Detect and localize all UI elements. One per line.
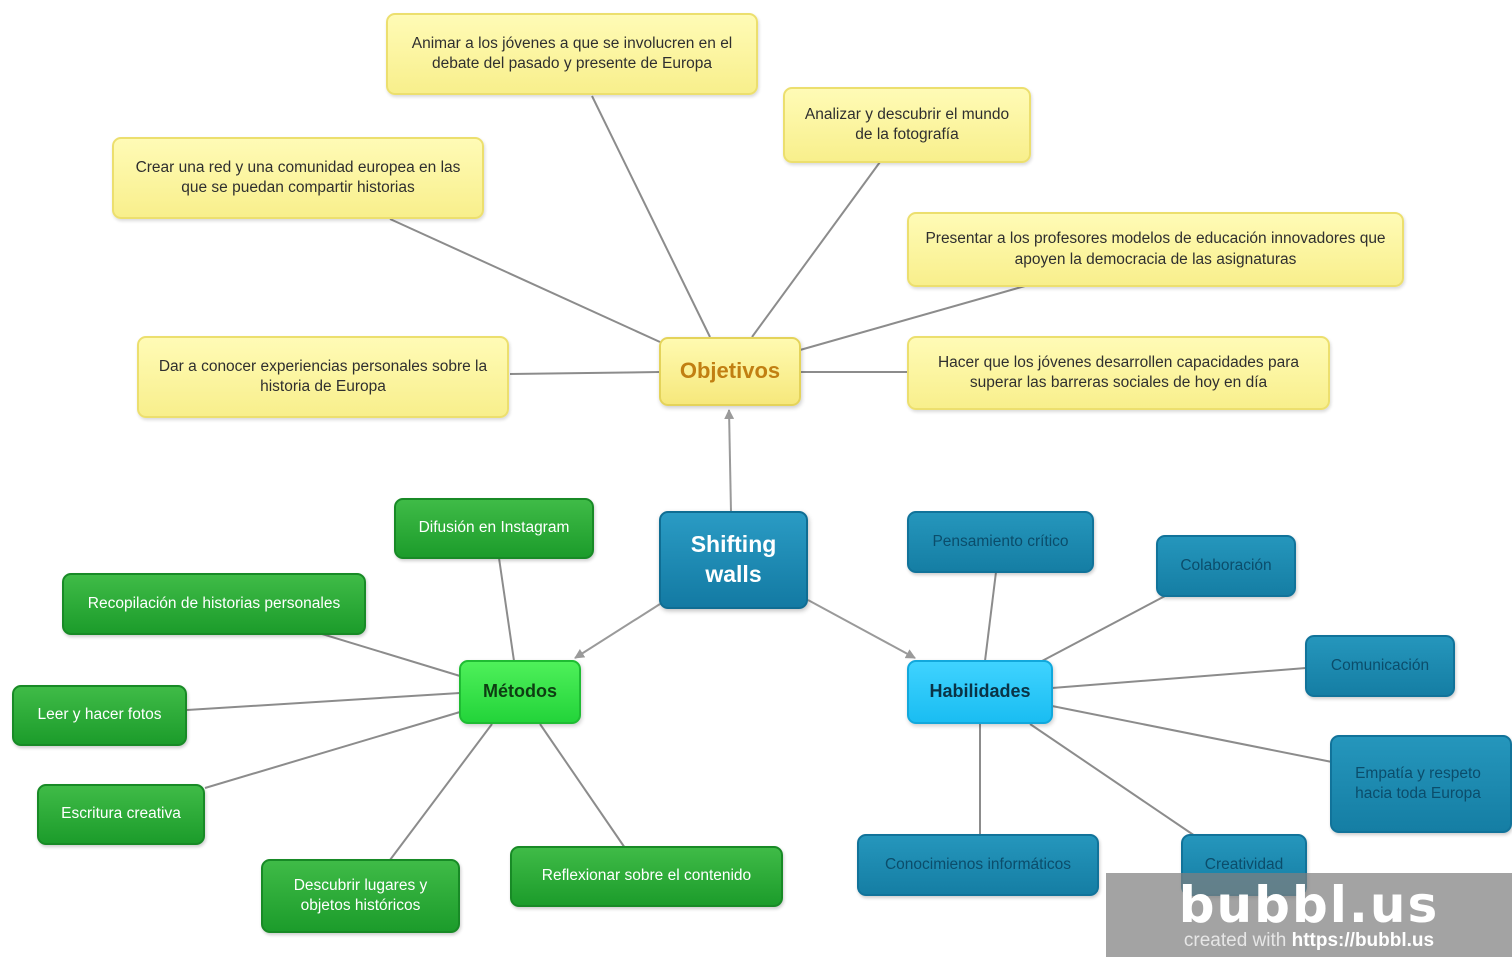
objetivos-hub-label: Objetivos <box>679 358 781 384</box>
objetivo-node-involucrar-jovenes[interactable]: Animar a los jóvenes a que se involucren… <box>386 13 758 95</box>
metodo-node-label: Escritura creativa <box>61 805 181 823</box>
habilidades-hub[interactable]: Habilidades <box>907 660 1053 724</box>
metodo-node-recopilacion[interactable]: Recopilación de historias personales <box>62 573 366 635</box>
habilidades-hub-label: Habilidades <box>929 681 1031 702</box>
objetivo-node-label: Animar a los jóvenes a que se involucren… <box>411 34 733 72</box>
objetivo-node-profesores[interactable]: Presentar a los profesores modelos de ed… <box>907 212 1404 287</box>
habilidad-node-label: Empatía y respeto hacia toda Europa <box>1355 764 1481 802</box>
watermark-credit-prefix: created with <box>1183 930 1287 951</box>
watermark-credit: created with https://bubbl.us <box>1106 929 1512 953</box>
metodo-node-escritura[interactable]: Escritura creativa <box>37 784 205 845</box>
metodo-node-label: Leer y hacer fotos <box>37 706 162 724</box>
bubblus-logo: bubbl.us <box>1178 876 1440 934</box>
metodo-node-lugares-objetos[interactable]: Descubrir lugares y objetos históricos <box>261 859 460 933</box>
objetivo-node-label: Hacer que los jóvenes desarrollen capaci… <box>937 353 1300 391</box>
habilidad-node-empatia[interactable]: Empatía y respeto hacia toda Europa <box>1330 735 1512 833</box>
objetivo-node-label: Crear una red y una comunidad europea en… <box>135 158 461 196</box>
metodo-node-label: Recopilación de historias personales <box>87 594 341 612</box>
metodo-node-label: Descubrir lugares y objetos históricos <box>293 876 428 914</box>
objetivo-node-label: Analizar y descubrir el mundo de la foto… <box>804 105 1010 143</box>
metodo-node-reflexionar[interactable]: Reflexionar sobre el contenido <box>510 846 783 907</box>
objetivos-hub[interactable]: Objetivos <box>659 337 801 406</box>
metodo-node-label: Reflexionar sobre el contenido <box>541 867 752 885</box>
bubblus-watermark[interactable]: bubbl.us created with https://bubbl.us <box>1106 873 1512 957</box>
metodos-hub[interactable]: Métodos <box>459 660 581 724</box>
objetivo-node-capacidades[interactable]: Hacer que los jóvenes desarrollen capaci… <box>907 336 1330 410</box>
habilidad-node-colaboracion[interactable]: Colaboración <box>1156 535 1296 597</box>
center-node-shifting-walls[interactable]: Shifting walls <box>659 511 808 609</box>
habilidad-node-label: Colaboración <box>1180 556 1272 574</box>
metodo-node-label: Difusión en Instagram <box>418 519 570 537</box>
metodo-node-leer-fotos[interactable]: Leer y hacer fotos <box>12 685 187 746</box>
habilidad-node-conocimientos-informaticos[interactable]: Conocimienos informáticos <box>857 834 1099 896</box>
objetivo-node-label: Presentar a los profesores modelos de ed… <box>925 230 1386 268</box>
habilidad-node-label: Conocimienos informáticos <box>884 855 1072 873</box>
habilidad-node-label: Creatividad <box>1204 855 1284 873</box>
habilidad-node-pensamiento-critico[interactable]: Pensamiento crítico <box>907 511 1094 573</box>
watermark-credit-link[interactable]: https://bubbl.us <box>1291 930 1435 951</box>
metodo-node-instagram[interactable]: Difusión en Instagram <box>394 498 594 559</box>
center-node-label: Shifting walls <box>690 531 777 587</box>
habilidad-node-comunicacion[interactable]: Comunicación <box>1305 635 1455 697</box>
objetivo-node-fotografia[interactable]: Analizar y descubrir el mundo de la foto… <box>783 87 1031 163</box>
objetivo-node-red-comunidad[interactable]: Crear una red y una comunidad europea en… <box>112 137 484 219</box>
objetivo-node-experiencias[interactable]: Dar a conocer experiencias personales so… <box>137 336 509 418</box>
objetivo-node-label: Dar a conocer experiencias personales so… <box>158 357 488 395</box>
metodos-hub-label: Métodos <box>483 681 557 702</box>
habilidad-node-label: Pensamiento crítico <box>932 532 1069 550</box>
habilidad-node-label: Comunicación <box>1330 656 1430 674</box>
